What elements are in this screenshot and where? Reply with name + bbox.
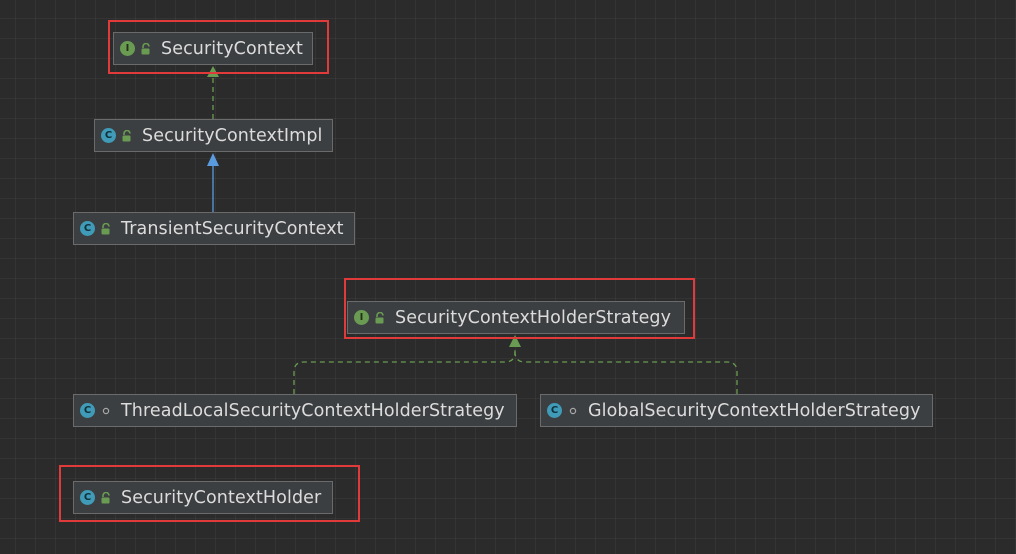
node-globalsecuritycontextholderstrategy[interactable]: C GlobalSecurityContextHolderStrategy	[540, 394, 933, 427]
arrowhead-implements	[509, 335, 521, 347]
interface-icon: I	[120, 41, 135, 56]
node-transientsecuritycontext[interactable]: C TransientSecurityContext	[73, 212, 355, 245]
public-lock-icon	[100, 222, 112, 235]
arrowhead-extends	[207, 153, 219, 166]
node-name: GlobalSecurityContextHolderStrategy	[588, 400, 921, 421]
public-lock-icon	[100, 491, 112, 504]
public-lock-icon	[121, 129, 133, 142]
node-name: ThreadLocalSecurityContextHolderStrategy	[121, 400, 505, 421]
package-private-icon	[567, 405, 579, 417]
edge-transient-extends-impl	[207, 153, 219, 212]
node-securitycontextholderstrategy[interactable]: I SecurityContextHolderStrategy	[347, 301, 685, 334]
interface-icon: I	[354, 310, 369, 325]
public-lock-icon	[374, 311, 386, 324]
arrowhead-implements	[207, 66, 219, 77]
public-lock-icon	[140, 42, 152, 55]
class-icon: C	[80, 221, 95, 236]
package-private-icon	[100, 405, 112, 417]
node-name: SecurityContextHolderStrategy	[395, 307, 672, 328]
node-threadlocalsecuritycontextholderstrategy[interactable]: C ThreadLocalSecurityContextHolderStrate…	[73, 394, 517, 427]
node-securitycontextimpl[interactable]: C SecurityContextImpl	[94, 119, 333, 152]
class-icon: C	[80, 490, 95, 505]
node-securitycontextholder[interactable]: C SecurityContextHolder	[73, 481, 333, 514]
class-icon: C	[101, 128, 116, 143]
edge-impl-implements-securitycontext	[207, 66, 219, 119]
node-name: SecurityContextImpl	[142, 125, 323, 146]
class-icon: C	[80, 403, 95, 418]
class-icon: C	[547, 403, 562, 418]
node-name: SecurityContext	[161, 38, 303, 59]
node-name: TransientSecurityContext	[121, 218, 344, 239]
edge-strategies-implement-holderstrategy	[293, 335, 738, 394]
node-securitycontext[interactable]: I SecurityContext	[113, 32, 313, 65]
node-name: SecurityContextHolder	[121, 487, 322, 508]
